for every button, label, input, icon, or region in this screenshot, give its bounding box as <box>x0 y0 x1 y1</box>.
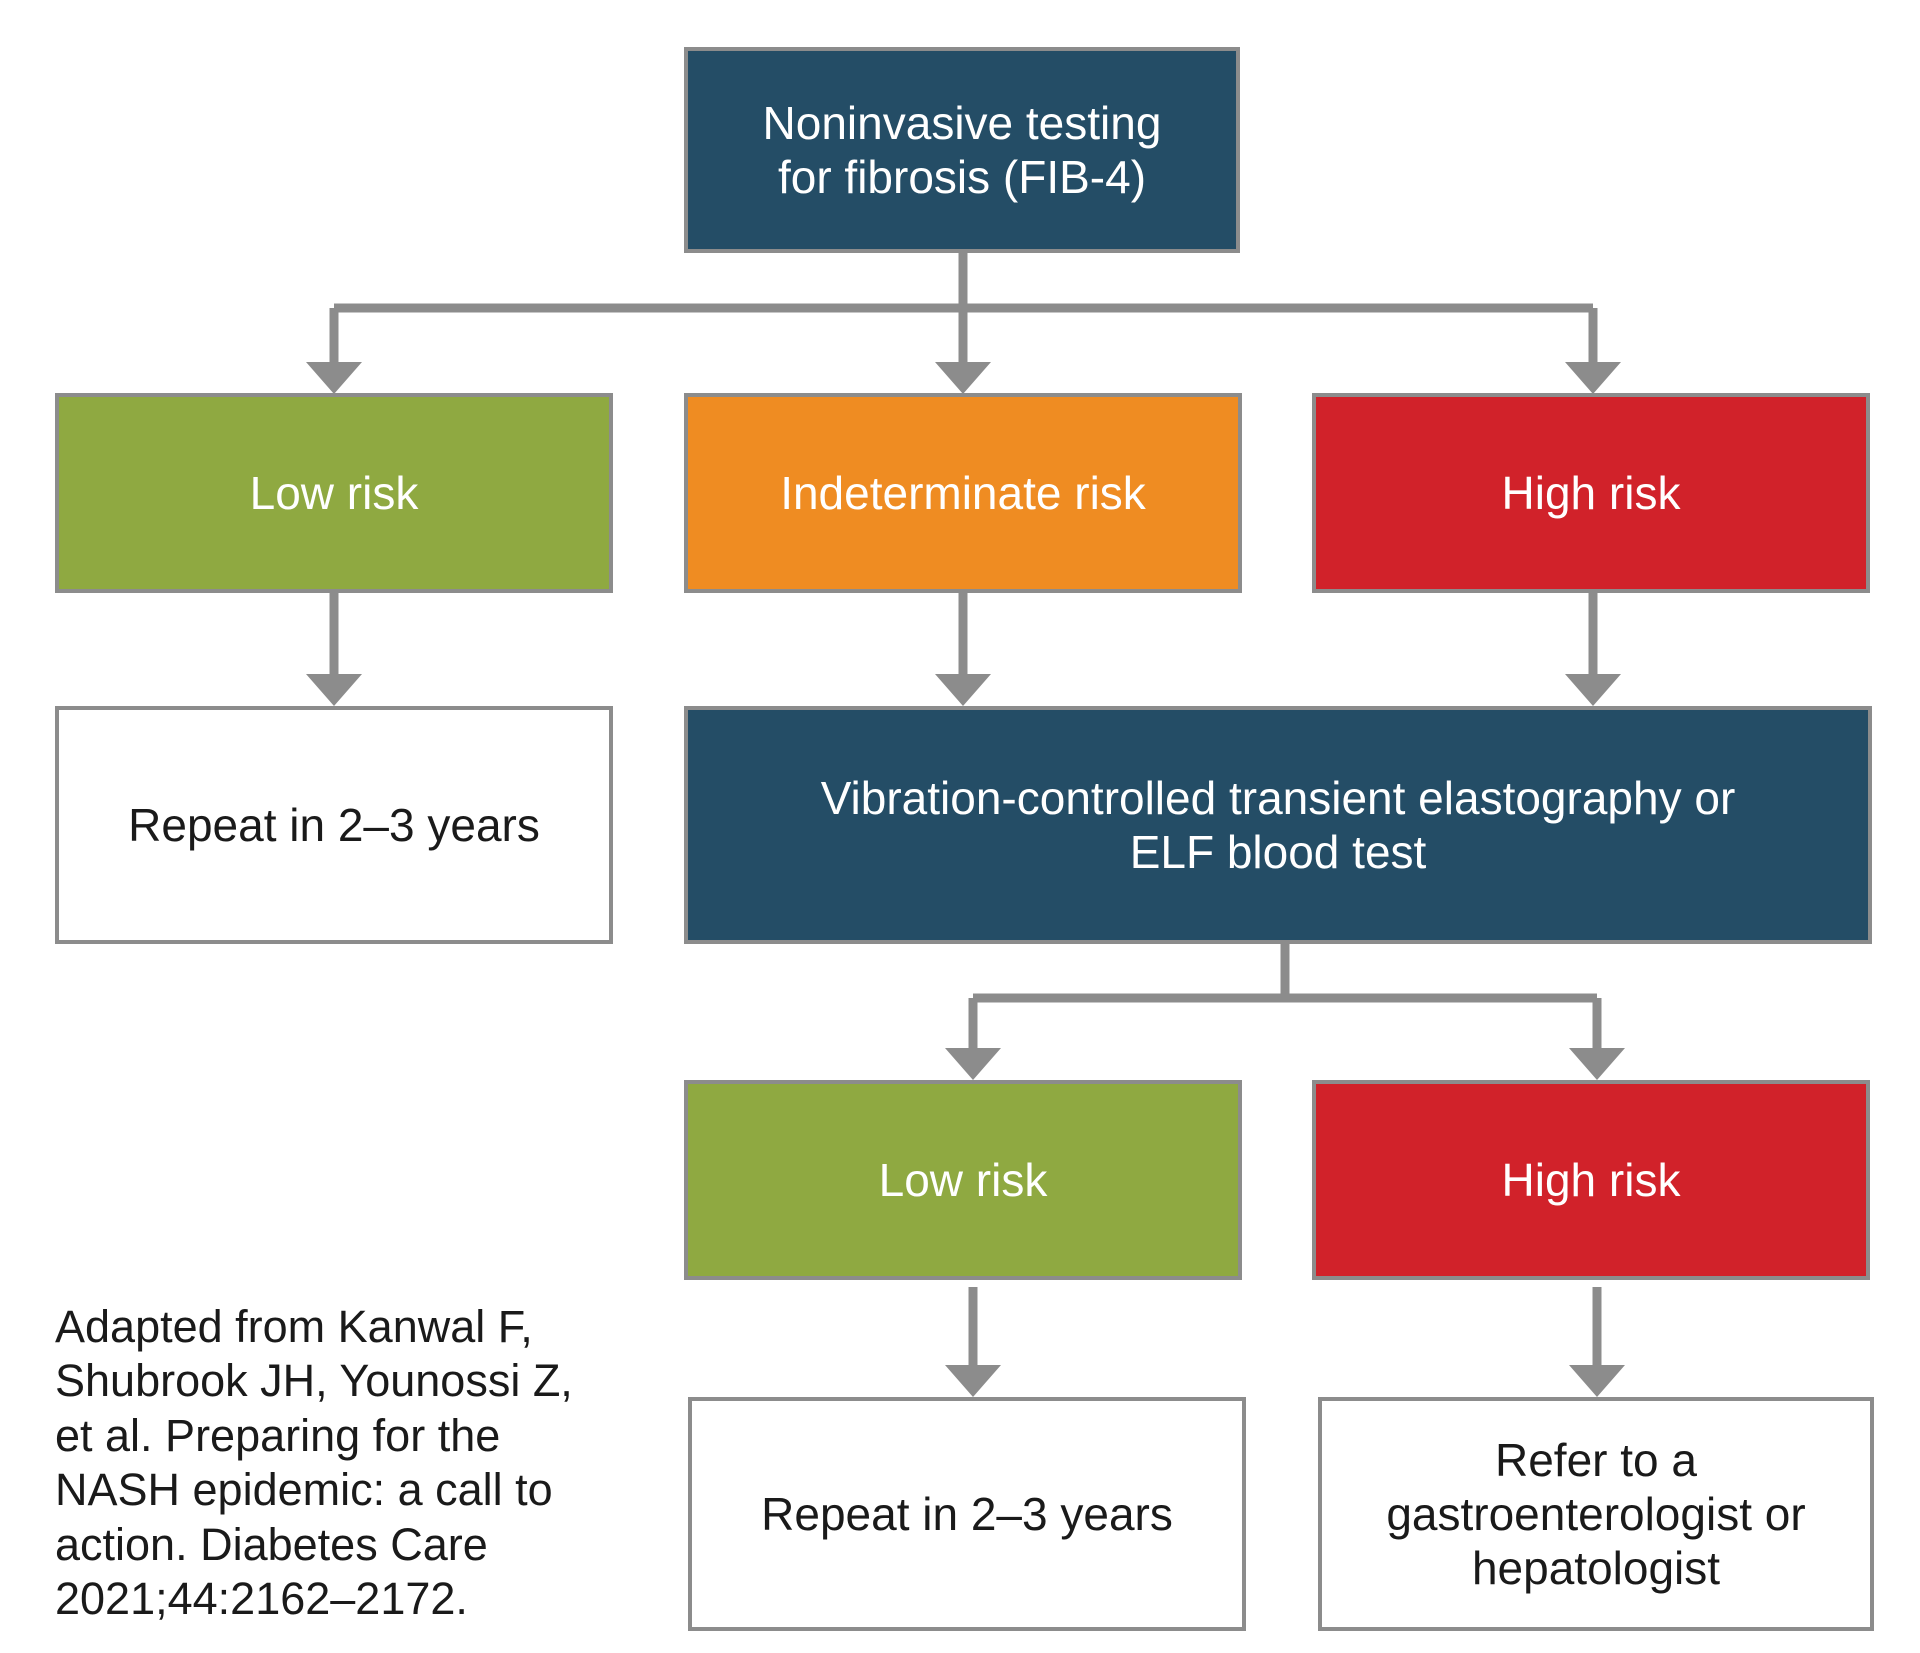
indeterminate-risk-label: Indeterminate risk <box>780 466 1146 519</box>
high-risk-box-2: High risk <box>1312 1080 1870 1280</box>
high-risk-box-1: High risk <box>1312 393 1870 593</box>
low-risk-label-2: Low risk <box>878 1153 1048 1206</box>
citation-text: Adapted from Kanwal F, Shubrook JH, Youn… <box>55 1301 573 1625</box>
fib4-testing-box: Noninvasive testing for fibrosis (FIB-4) <box>684 47 1240 253</box>
arrowhead-repeat-2 <box>945 1365 1001 1397</box>
low-risk-box-2: Low risk <box>684 1080 1242 1280</box>
arrowhead-vcte-right <box>1565 674 1621 706</box>
connector-vcte-branch <box>968 944 1602 1050</box>
arrowhead-refer <box>1569 1365 1625 1397</box>
arrowhead-low-risk-1 <box>306 362 362 394</box>
repeat-box-1: Repeat in 2–3 years <box>55 706 613 944</box>
indeterminate-risk-box: Indeterminate risk <box>684 393 1242 593</box>
low-risk-box-1: Low risk <box>55 393 613 593</box>
arrowhead-high-risk-2 <box>1569 1048 1625 1080</box>
connector-fib4-branch <box>329 252 1598 364</box>
low-risk-label-1: Low risk <box>249 466 419 519</box>
refer-box: Refer to a gastroenterologist or hepatol… <box>1318 1397 1874 1631</box>
high-risk-label-1: High risk <box>1501 466 1681 519</box>
refer-label: Refer to a gastroenterologist or hepatol… <box>1386 1433 1806 1595</box>
arrowhead-high-risk-1 <box>1565 362 1621 394</box>
high-risk-label-2: High risk <box>1501 1153 1681 1206</box>
repeat-box-2: Repeat in 2–3 years <box>688 1397 1246 1631</box>
arrowhead-low-risk-2 <box>945 1048 1001 1080</box>
repeat-label-1: Repeat in 2–3 years <box>128 798 540 851</box>
vcte-elf-box: Vibration-controlled transient elastogra… <box>684 706 1872 944</box>
repeat-label-2: Repeat in 2–3 years <box>761 1487 1173 1540</box>
arrowhead-repeat-1 <box>306 674 362 706</box>
vcte-elf-label: Vibration-controlled transient elastogra… <box>820 771 1736 878</box>
arrowhead-vcte-left <box>935 674 991 706</box>
fib4-testing-label: Noninvasive testing for fibrosis (FIB-4) <box>762 96 1162 203</box>
arrowhead-indeterminate <box>935 362 991 394</box>
